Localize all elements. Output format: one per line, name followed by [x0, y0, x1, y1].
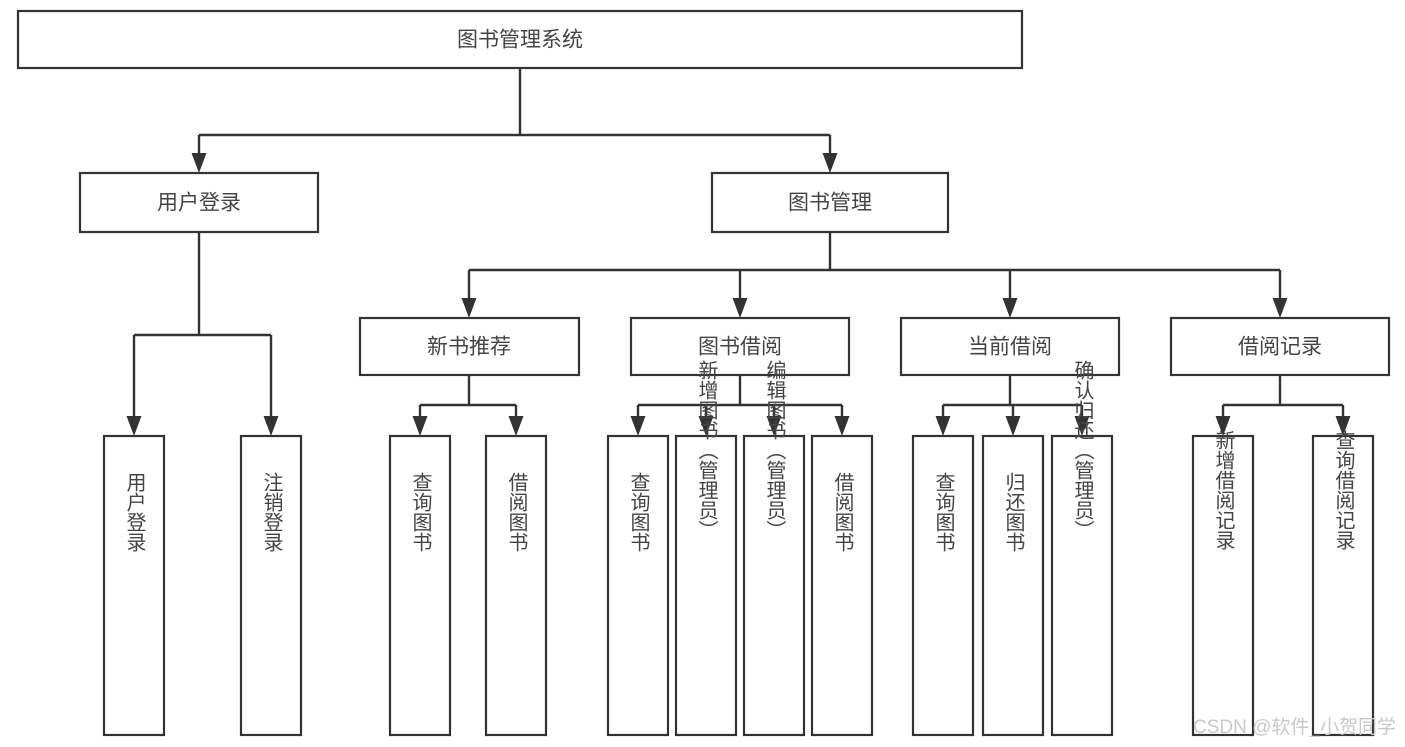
node-label-book-management: 图书管理: [788, 192, 872, 215]
node-book-management[interactable]: 图书管理: [710, 171, 950, 234]
node-leaf-borrow-edit[interactable]: 编辑图书（管理员）: [742, 360, 806, 737]
connector-new-book-to-leaves: [412, 375, 524, 436]
connector-borrow-record-to-leaves: [1215, 375, 1351, 436]
node-current-borrow[interactable]: 当前借阅: [899, 316, 1121, 377]
node-label-current-borrow: 当前借阅: [968, 336, 1052, 359]
connector-book-management-to-level3: [461, 232, 1288, 318]
node-label-leaf-borrow-add: 新增图书（管理员）: [695, 360, 718, 540]
connector-root-to-level2: [191, 68, 838, 173]
node-label-root: 图书管理系统: [457, 29, 583, 52]
connector-user-login-to-leaves: [126, 232, 279, 436]
node-label-leaf-current-return: 归还图书: [1002, 472, 1025, 552]
node-label-leaf-user-login: 用户登录: [123, 472, 146, 552]
node-book-borrow[interactable]: 图书借阅: [629, 316, 851, 377]
node-leaf-borrow-query[interactable]: 查询图书: [606, 434, 670, 737]
node-leaf-newbook-borrow[interactable]: 借阅图书: [484, 434, 548, 737]
node-leaf-record-query[interactable]: 查询借阅记录: [1311, 430, 1375, 737]
node-label-leaf-borrow-lend: 借阅图书: [831, 472, 854, 552]
node-new-book-recommend[interactable]: 新书推荐: [358, 316, 581, 377]
connector-book-borrow-to-leaves: [630, 375, 850, 436]
node-label-leaf-borrow-edit: 编辑图书（管理员）: [763, 360, 786, 540]
node-leaf-current-confirm-return[interactable]: 确认归还（管理员）: [1050, 360, 1114, 737]
node-label-leaf-borrow-query: 查询图书: [627, 472, 650, 552]
node-root-system[interactable]: 图书管理系统: [16, 9, 1024, 70]
node-label-leaf-record-query: 查询借阅记录: [1332, 430, 1355, 550]
node-leaf-user-login-logout[interactable]: 注销登录: [239, 434, 303, 737]
node-label-leaf-logout: 注销登录: [260, 472, 283, 552]
node-label-leaf-record-add: 新增借阅记录: [1212, 430, 1235, 550]
node-label-new-book-recommend: 新书推荐: [427, 336, 511, 359]
node-leaf-newbook-query[interactable]: 查询图书: [388, 434, 452, 737]
node-leaf-record-add[interactable]: 新增借阅记录: [1191, 430, 1255, 737]
csdn-watermark: CSDN @软件_小贺同学: [1193, 716, 1396, 738]
node-leaf-current-return[interactable]: 归还图书: [981, 434, 1045, 737]
node-label-leaf-newbook-query: 查询图书: [409, 472, 432, 552]
node-leaf-user-login-login[interactable]: 用户登录: [102, 434, 166, 737]
node-label-leaf-newbook-borrow: 借阅图书: [505, 472, 528, 552]
node-label-book-borrow: 图书借阅: [698, 336, 782, 359]
node-label-user-login: 用户登录: [157, 192, 241, 215]
node-label-leaf-current-confirm-return: 确认归还（管理员）: [1071, 360, 1094, 540]
connector-current-borrow-to-leaves: [935, 375, 1090, 436]
node-user-login[interactable]: 用户登录: [78, 171, 320, 234]
node-label-borrow-record: 借阅记录: [1238, 336, 1322, 359]
node-borrow-record[interactable]: 借阅记录: [1169, 316, 1391, 377]
node-leaf-borrow-add[interactable]: 新增图书（管理员）: [674, 360, 738, 737]
node-leaf-current-query[interactable]: 查询图书: [911, 434, 975, 737]
node-leaf-borrow-lend[interactable]: 借阅图书: [810, 434, 874, 737]
node-label-leaf-current-query: 查询图书: [932, 472, 955, 552]
